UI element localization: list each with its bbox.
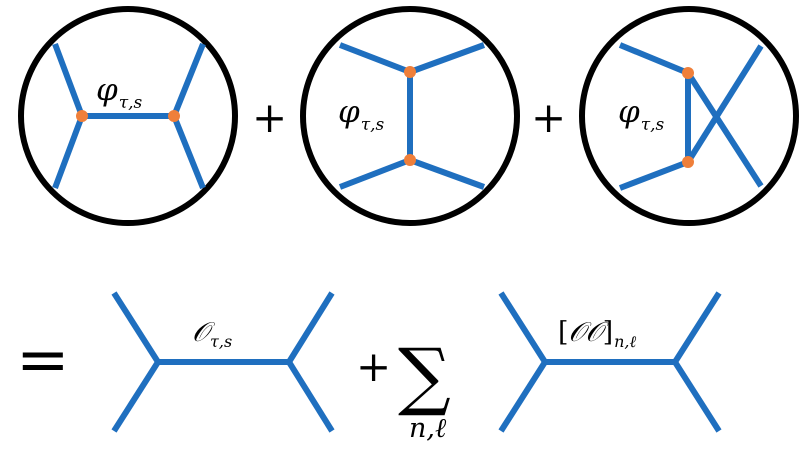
plus-sign: + (356, 342, 391, 391)
single-trace-exchange-block: 𝒪τ,s (111, 291, 335, 433)
bulk-to-boundary-propagator (618, 42, 690, 76)
witten-diagram-t-channel: φτ,s (300, 6, 520, 226)
external-leg (672, 360, 722, 433)
plus-sign: + (252, 93, 287, 142)
bulk-to-boundary-propagator (408, 157, 486, 190)
external-leg (286, 291, 335, 364)
bulk-to-boundary-propagator (338, 42, 412, 75)
double-trace-operator-label: [𝒪𝒪]n,ℓ (558, 317, 637, 351)
ads-boundary-circle (579, 6, 799, 226)
bulk-to-boundary-propagator (171, 42, 206, 118)
bulk-to-boundary-propagator (408, 42, 486, 75)
interaction-vertex (682, 156, 694, 168)
witten-diagram-s-channel: φτ,s (18, 6, 238, 226)
external-leg (111, 291, 161, 364)
external-leg (672, 291, 722, 364)
double-trace-exchange-block: [𝒪𝒪]n,ℓ (498, 291, 722, 433)
interaction-vertex (76, 110, 88, 122)
external-leg (111, 360, 161, 433)
bulk-to-boundary-propagator (618, 159, 690, 191)
external-leg (498, 291, 548, 364)
witten-diagram-u-channel: φτ,s (579, 6, 799, 226)
exchanged-operator-label: 𝒪τ,s (192, 317, 232, 351)
external-leg (286, 360, 335, 433)
bulk-to-boundary-propagator (685, 44, 764, 164)
ads-boundary-circle (18, 6, 238, 226)
equals-sign: = (16, 323, 70, 397)
bulk-to-boundary-propagator (52, 42, 85, 118)
sum-index-label: n,ℓ (409, 413, 447, 444)
bulk-to-boundary-propagator (685, 71, 764, 188)
bulk-to-boundary-propagator (338, 157, 412, 190)
exchanged-field-label: φτ,s (618, 94, 665, 135)
interaction-vertex (404, 66, 416, 78)
interaction-vertex (168, 110, 180, 122)
external-leg (498, 360, 548, 433)
exchanged-field-label: φτ,s (96, 72, 143, 113)
bulk-to-boundary-propagator (52, 114, 85, 190)
sum-symbol: ∑ (398, 333, 451, 419)
exchanged-field-label: φτ,s (338, 94, 385, 135)
interaction-vertex (682, 67, 694, 79)
interaction-vertex (404, 154, 416, 166)
ads-boundary-circle (300, 6, 520, 226)
bulk-to-boundary-propagator (171, 114, 206, 190)
plus-sign: + (531, 93, 566, 142)
